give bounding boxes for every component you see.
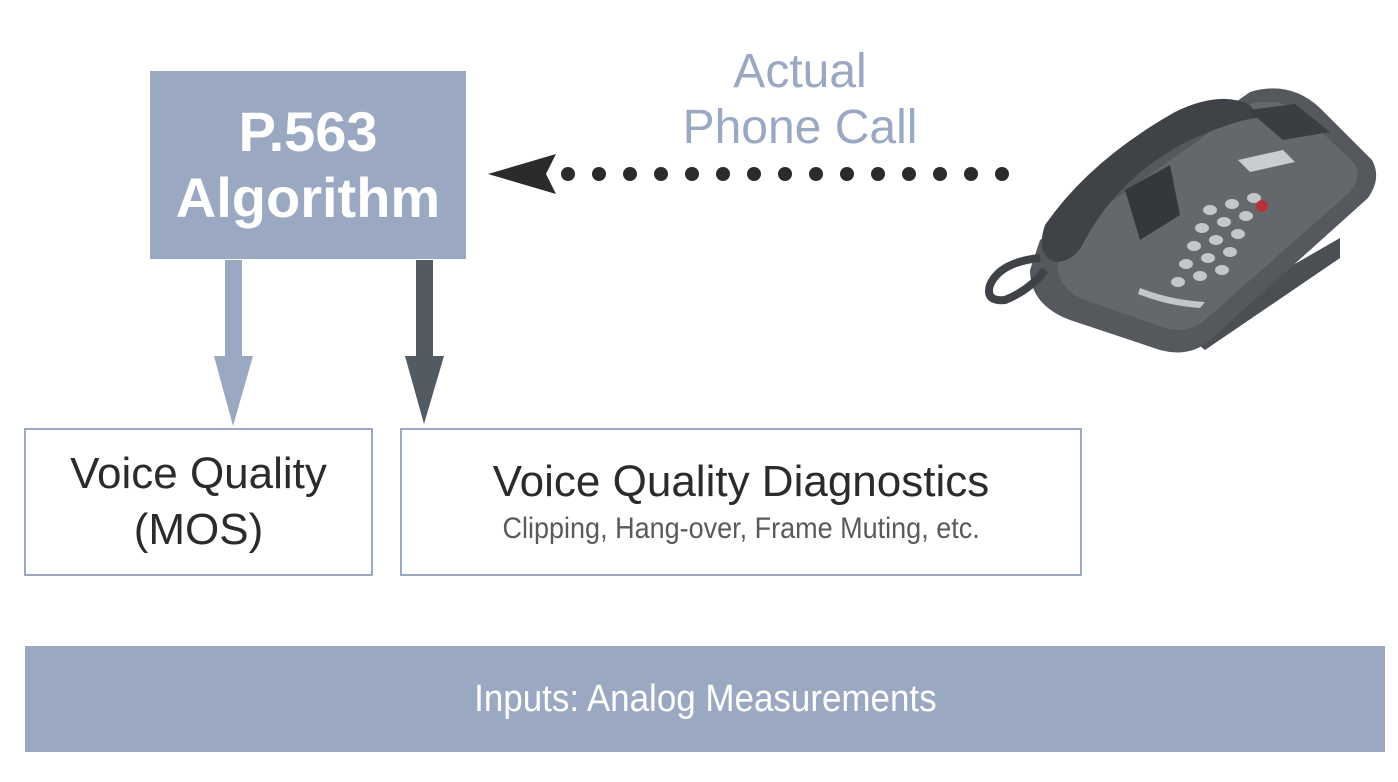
inputs-bar-label: Inputs: Analog Measurements — [473, 677, 937, 720]
arrow-down-dark — [405, 260, 444, 424]
arrow-down-light — [214, 260, 253, 426]
keypad-key — [1215, 265, 1229, 275]
keypad-keys — [1171, 193, 1261, 287]
algorithm-subtitle: Algorithm — [175, 166, 441, 229]
keypad-key — [1179, 259, 1193, 269]
arrow-dot — [592, 167, 606, 181]
arrow-dot — [561, 167, 575, 181]
mos-line2: (MOS) — [133, 505, 264, 554]
dotted-arrow-head — [488, 154, 556, 194]
dotted-arrow-dots — [561, 167, 1009, 181]
arrow-dot — [716, 167, 730, 181]
dotted-input-arrow — [488, 154, 1009, 194]
keypad-key — [1225, 199, 1239, 209]
arrow-dot — [778, 167, 792, 181]
algorithm-title: P.563 — [238, 100, 378, 163]
phone-call-label-line2: Phone Call — [682, 101, 918, 154]
keypad-key — [1193, 271, 1207, 281]
phone-call-label-line1: Actual — [733, 45, 867, 98]
desk-phone-icon — [985, 88, 1377, 353]
p563-algorithm-box: P.563 Algorithm — [150, 71, 466, 259]
phone-call-label: Actual Phone Call — [640, 44, 960, 156]
keypad-key — [1195, 223, 1209, 233]
keypad-key — [1231, 229, 1245, 239]
arrow-dot — [840, 167, 854, 181]
arrow-dot — [871, 167, 885, 181]
arrow-dot — [933, 167, 947, 181]
arrow-dot — [964, 167, 978, 181]
keypad-key — [1247, 193, 1261, 203]
diagnostics-subtitle: Clipping, Hang-over, Frame Muting, etc. — [502, 512, 980, 545]
arrow-dot — [809, 167, 823, 181]
keypad-key — [1217, 217, 1231, 227]
arrow-dot — [902, 167, 916, 181]
arrow-dot — [747, 167, 761, 181]
voice-quality-diagnostics-box: Voice Quality Diagnostics Clipping, Hang… — [400, 428, 1082, 576]
keypad-key — [1203, 205, 1217, 215]
arrow-dot — [995, 167, 1009, 181]
keypad-key — [1223, 247, 1237, 257]
keypad-key — [1239, 211, 1253, 221]
diagnostics-title: Voice Quality Diagnostics — [492, 457, 990, 506]
keypad-key — [1187, 241, 1201, 251]
keypad-key — [1209, 235, 1223, 245]
keypad-key — [1201, 253, 1215, 263]
arrow-dot — [654, 167, 668, 181]
voice-quality-mos-box: Voice Quality (MOS) — [24, 428, 373, 576]
mos-line1: Voice Quality — [70, 449, 327, 498]
keypad-key — [1171, 277, 1185, 287]
inputs-bar: Inputs: Analog Measurements — [25, 646, 1385, 752]
arrow-dot — [685, 167, 699, 181]
arrow-dot — [623, 167, 637, 181]
